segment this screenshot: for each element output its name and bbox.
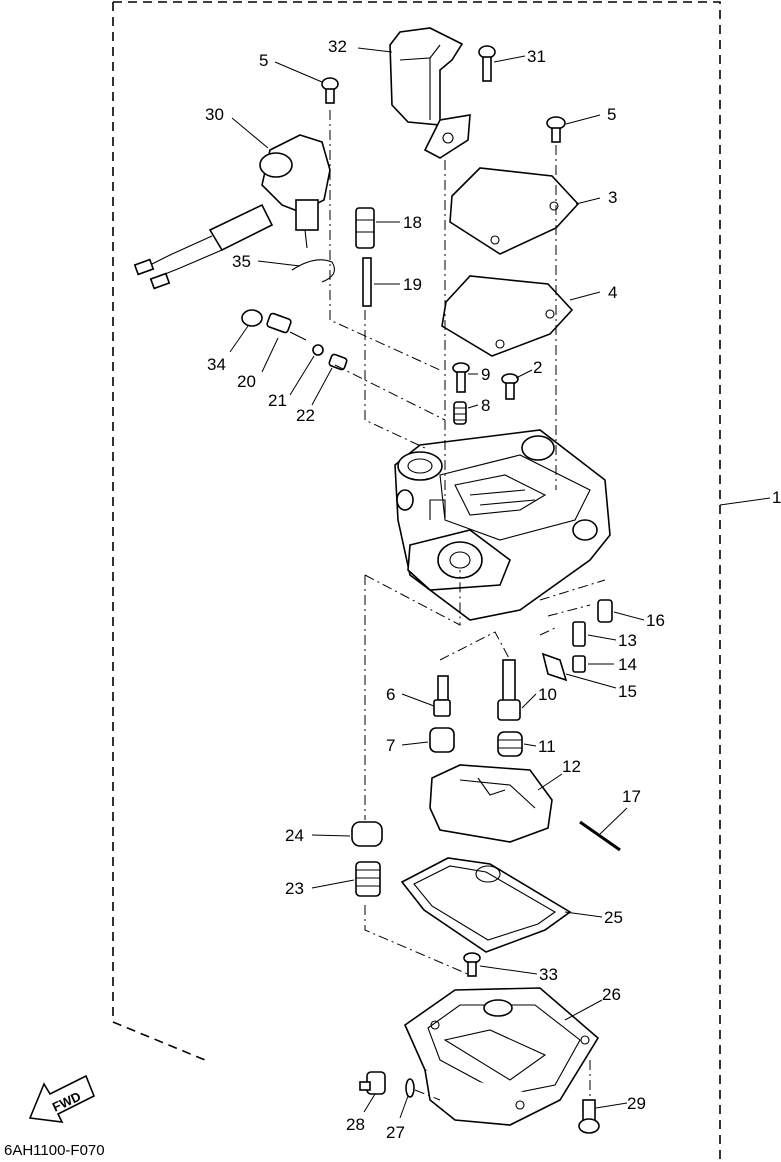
callout-20: 20 [237,372,256,391]
callout-21: 21 [268,391,287,410]
callout-25: 25 [604,908,623,927]
part-12-float [429,764,553,843]
callout-35: 35 [232,252,251,271]
part-5-screw-right [546,116,566,143]
callout-7: 7 [386,736,395,755]
callout-31: 31 [527,47,546,66]
part-24-cap [351,821,383,847]
callout-3: 3 [608,188,617,207]
callout-6: 6 [386,685,395,704]
part-32-bracket [389,27,471,159]
part-11-spring [497,731,523,757]
part-14-plug [572,655,586,673]
part-23-spring [355,861,381,897]
callout-2: 2 [533,358,542,377]
callout-33: 33 [539,965,558,984]
callout-22: 22 [296,406,315,425]
part-19-pin [362,257,372,307]
callout-4: 4 [608,283,617,302]
callout-23: 23 [285,879,304,898]
carburetor-body [394,429,611,621]
callout-13: 13 [618,631,637,650]
part-13-jet [572,621,586,647]
callout-24: 24 [285,826,304,845]
fwd-arrow-icon: FWD [28,1074,96,1123]
part-25-gasket [400,857,572,953]
part-3-cover [449,167,580,255]
part-28-drain-screw [359,1071,386,1095]
part-30-sensor [133,134,331,290]
part-7-plug [429,727,455,753]
callout-29: 29 [627,1094,646,1113]
diagram-code: 6AH1100-F070 [4,1142,105,1159]
callout-10: 10 [538,685,557,704]
callout-17: 17 [622,787,641,806]
part-31-screw [478,45,496,82]
part-27-oring [405,1078,415,1098]
part-22-spring [328,353,348,371]
part-21-oring [312,344,324,356]
callout-5b: 5 [607,105,616,124]
part-5-screw-left [321,77,339,104]
part-18-plug [355,207,375,249]
assembly-boundary [112,1,721,1160]
leader-line [719,497,771,506]
part-29-screw [578,1099,600,1134]
callout-28: 28 [346,1115,365,1134]
part-34-cap [241,309,263,327]
callout-12: 12 [562,757,581,776]
callout-19: 19 [403,275,422,294]
part-16-screw [597,599,613,623]
part-2-screw [501,373,519,400]
callout-15: 15 [618,682,637,701]
part-26-float-bowl [404,987,600,1126]
callout-5a: 5 [259,51,268,70]
callout-11: 11 [538,737,556,756]
callout-14: 14 [618,655,637,674]
part-4-gasket [441,275,574,357]
callout-18: 18 [403,213,422,232]
callout-34: 34 [207,355,226,374]
part-6-jet [433,675,451,717]
callout-9: 9 [481,365,490,384]
alignment-lines [329,110,606,1101]
callout-30: 30 [205,105,224,124]
part-9-screw [452,362,470,393]
callout-8: 8 [481,396,490,415]
callout-1: 1 [772,488,781,507]
callout-16: 16 [646,611,665,630]
part-8-spring [453,401,467,425]
part-20-screw [266,312,307,341]
part-35-clip [291,259,335,283]
callout-26: 26 [602,985,621,1004]
callout-32: 32 [328,37,347,56]
callout-27: 27 [386,1123,405,1142]
callout-leaders [229,47,645,1119]
part-17-pin [579,820,621,852]
part-15-gasket [541,652,568,682]
part-10-nozzle [497,659,521,721]
part-33-screw [463,952,481,977]
